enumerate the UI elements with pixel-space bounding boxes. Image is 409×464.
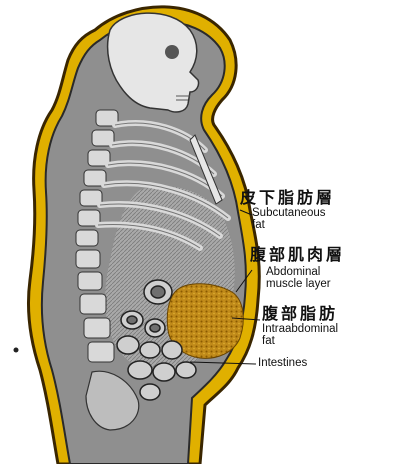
label-subcutaneous-fat-zh: 皮下脂肪層 [240, 184, 335, 208]
label-intraabdominal-fat-zh: 腹部脂肪 [262, 300, 338, 324]
label-abdominal-muscle-zh: 腹部肌肉層 [250, 241, 345, 265]
label-intestines: Intestines [258, 357, 307, 369]
label-intraabdominal-fat-en: Intraabdominal fat [262, 323, 338, 347]
label-abdominal-muscle-en: Abdominal muscle layer [266, 266, 331, 290]
marker-dot [14, 348, 19, 353]
label-subcutaneous-fat-en: Subcutaneous fat [252, 207, 326, 231]
